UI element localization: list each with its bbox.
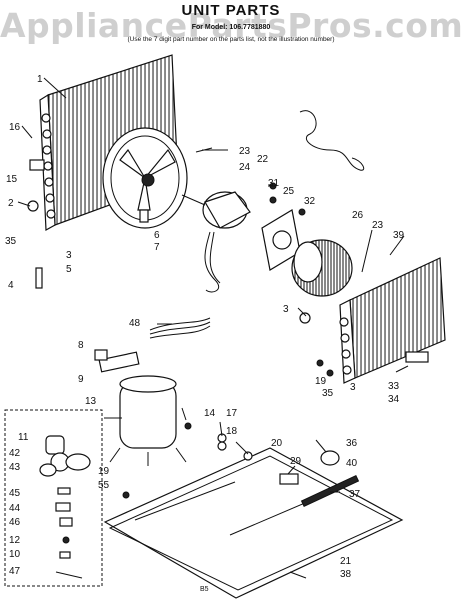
callout-labels: 1 16 15 2 35 5 4 3 23 22 24 31 25 32 26 … [5, 74, 405, 580]
callout: 45 [9, 488, 21, 499]
callout: 19 [98, 466, 110, 477]
callout: 31 [268, 178, 280, 189]
callout: 17 [226, 408, 238, 419]
callout: 9 [78, 374, 84, 385]
callout: 38 [340, 569, 352, 580]
callout: 44 [9, 503, 21, 514]
callout: 15 [6, 174, 18, 185]
callout: 43 [9, 462, 21, 473]
callout: 7 [154, 242, 160, 253]
callout: 6 [154, 230, 160, 241]
callout: 35 [322, 388, 334, 399]
footer-code: B5 [200, 586, 209, 593]
callout: 2 [8, 198, 14, 209]
callout: 20 [271, 438, 283, 449]
callout: 32 [304, 196, 316, 207]
callout: 26 [352, 210, 364, 221]
callout: 24 [239, 162, 251, 173]
callout: 5 [66, 264, 72, 275]
callout: 29 [290, 456, 302, 467]
callout: 3 [66, 250, 72, 261]
callout: 37 [349, 489, 361, 500]
fan-motor [181, 191, 251, 293]
callout: 8 [78, 340, 84, 351]
model-number: For Model: 106.7781880 [191, 24, 271, 31]
callout: 18 [226, 426, 238, 437]
callout: 33 [388, 381, 400, 392]
callout: 47 [9, 566, 21, 577]
part-number-note: (Use the 7 digit part number on the part… [127, 36, 335, 43]
misc-fasteners [27, 147, 340, 499]
leader-lines [17, 77, 409, 579]
callout: 19 [315, 376, 327, 387]
callout: 23 [239, 146, 251, 157]
blower-wheel [291, 239, 353, 297]
callout: 46 [9, 517, 21, 528]
callout: 35 [5, 236, 17, 247]
motor-mount-bracket [261, 196, 306, 271]
callout: 1 [37, 74, 43, 85]
callout: 14 [204, 408, 216, 419]
callout: 34 [388, 394, 400, 405]
callout: 10 [9, 549, 21, 560]
compressor [94, 349, 187, 466]
callout: 21 [340, 556, 352, 567]
evaporator-coil [339, 257, 446, 384]
callout: 48 [129, 318, 141, 329]
callout: 11 [18, 432, 29, 443]
fan-blade-assembly [102, 127, 188, 229]
callout: 23 [372, 220, 384, 231]
clip-part [139, 209, 149, 223]
callout: 55 [98, 480, 110, 491]
callout: 3 [283, 304, 289, 315]
callout: 12 [9, 535, 21, 546]
callout: 42 [9, 448, 21, 459]
callout: 39 [393, 230, 405, 241]
base-pan [103, 447, 404, 599]
callout: 36 [346, 438, 358, 449]
electrical-parts-box [4, 409, 103, 587]
callout: 13 [85, 396, 97, 407]
callout: 4 [8, 280, 14, 291]
wire-harness [149, 317, 211, 339]
callout: 25 [283, 186, 295, 197]
spring-clip [299, 110, 365, 171]
callout: 3 [350, 382, 356, 393]
callout: 16 [9, 122, 21, 133]
page-title: UNIT PARTS [181, 2, 281, 19]
callout: 22 [257, 154, 269, 165]
callout: 40 [346, 458, 358, 469]
